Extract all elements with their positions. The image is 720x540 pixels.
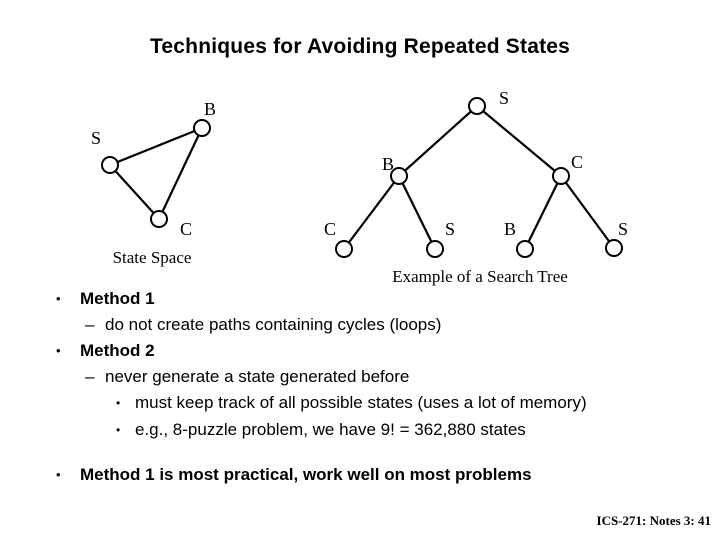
bullet-marker: • (116, 423, 121, 437)
bullet-marker: • (56, 343, 61, 358)
search-tree-caption: Example of a Search Tree (392, 267, 568, 286)
graph-edge (343, 175, 400, 250)
bullet-marker: – (85, 315, 95, 334)
graph-node-label: C (571, 152, 583, 172)
graph-edge (524, 175, 562, 250)
graph-node-c (552, 167, 570, 185)
graph-node-label: S (618, 219, 628, 239)
graph-node-label: B (504, 219, 516, 239)
graph-node-b (390, 167, 408, 185)
graph-node-label: B (204, 99, 216, 119)
slide-title: Techniques for Avoiding Repeated States (149, 35, 571, 58)
bullet-text: must keep track of all possible states (… (135, 393, 587, 412)
search-tree-graph: S B C C S B S Example of a Search Tree (324, 88, 628, 286)
state-space-graph: S B C State Space (91, 99, 216, 267)
bullet-marker: • (56, 467, 61, 482)
state-space-caption: State Space (113, 248, 192, 267)
bullet-text: Method 1 (80, 289, 155, 308)
graph-node-label: C (324, 219, 336, 239)
graph-node-B (193, 119, 211, 137)
graph-node-leaf-s1 (426, 240, 444, 258)
graph-edge (560, 175, 615, 249)
graph-node-C (150, 210, 168, 228)
graph-node-leaf-s2 (605, 239, 623, 257)
graph-edge (398, 105, 478, 177)
bullet-text: e.g., 8-puzzle problem, we have 9! = 362… (135, 420, 526, 439)
graph-node-root (468, 97, 486, 115)
bullet-marker: • (116, 396, 121, 410)
graph-node-S (101, 156, 119, 174)
bullet-text: Method 2 (80, 341, 155, 360)
bullet-marker: • (56, 291, 61, 306)
bullet-text: do not create paths containing cycles (l… (105, 315, 442, 334)
bullet-marker: – (85, 367, 95, 386)
graph-edge (398, 175, 436, 250)
graph-edge (109, 164, 160, 220)
graph-edge (109, 126, 203, 167)
slide-footer: ICS-271: Notes 3: 41 (596, 513, 711, 528)
graph-edge (158, 127, 203, 220)
graph-node-label: B (382, 154, 394, 174)
graph-node-leaf-b (516, 240, 534, 258)
graph-node-label: S (499, 88, 509, 108)
bullet-text: never generate a state generated before (105, 367, 410, 386)
graph-edge (476, 105, 562, 177)
bullet-text: Method 1 is most practical, work well on… (80, 465, 532, 484)
graph-node-leaf-c (335, 240, 353, 258)
graph-node-label: C (180, 219, 192, 239)
graph-node-label: S (445, 219, 455, 239)
graph-node-label: S (91, 128, 101, 148)
